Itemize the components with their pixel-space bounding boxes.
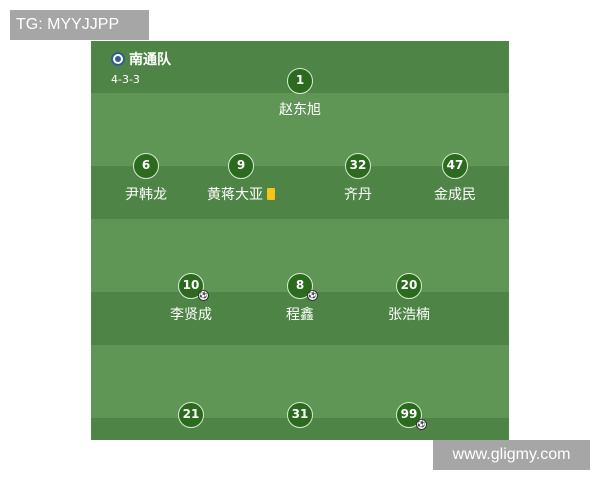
team-header: 南通队 4-3-3 — [111, 49, 171, 86]
player-goalkeeper[interactable]: 1 赵东旭 — [245, 68, 355, 119]
formation-label: 4-3-3 — [111, 73, 140, 86]
player-defender[interactable]: 6 尹韩龙 — [91, 153, 201, 204]
player-forward[interactable]: 21 — [136, 402, 246, 428]
player-number: 20 — [396, 273, 422, 299]
goal-ball-icon: ⚽ — [416, 419, 427, 430]
player-defender[interactable]: 9 黄蒋大亚 — [186, 153, 296, 204]
player-forward[interactable]: 99 ⚽ — [354, 402, 464, 430]
player-number-text: 99 — [400, 407, 418, 421]
watermark-bottom: www.gligmy.com — [433, 440, 590, 470]
player-midfielder[interactable]: 20 张浩楠 — [354, 273, 464, 324]
player-name: 齐丹 — [344, 187, 372, 203]
goal-ball-icon: ⚽ — [307, 290, 318, 301]
team-crest-icon — [111, 52, 125, 66]
lineup-pitch: 南通队 4-3-3 1 赵东旭 6 尹韩龙 9 黄蒋大亚 32 齐丹 47 金成… — [91, 41, 509, 440]
player-number: 47 — [442, 153, 468, 179]
player-number: 9 — [228, 153, 254, 179]
player-number-text: 8 — [295, 278, 305, 292]
player-number-text: 10 — [182, 278, 200, 292]
player-number: 8 ⚽ — [287, 273, 318, 301]
player-name: 金成民 — [434, 187, 476, 203]
team-name: 南通队 — [129, 52, 171, 68]
player-number: 31 — [287, 402, 313, 428]
player-forward[interactable]: 31 — [245, 402, 355, 428]
pitch-stripe — [91, 166, 509, 219]
player-number: 21 — [178, 402, 204, 428]
player-defender[interactable]: 32 齐丹 — [303, 153, 413, 204]
goal-ball-icon: ⚽ — [198, 290, 209, 301]
player-midfielder[interactable]: 8 ⚽ 程鑫 — [245, 273, 355, 324]
player-number: 10 ⚽ — [178, 273, 209, 301]
player-name: 张浩楠 — [388, 307, 430, 323]
pitch-stripe — [91, 93, 509, 166]
player-number: 32 — [345, 153, 371, 179]
player-number: 99 ⚽ — [396, 402, 427, 430]
watermark-top: TG: MYYJJPP — [10, 10, 149, 40]
player-name: 李贤成 — [170, 307, 212, 323]
player-name: 赵东旭 — [279, 102, 321, 118]
pitch-stripe — [91, 292, 509, 345]
player-name: 尹韩龙 — [125, 187, 167, 203]
player-defender[interactable]: 47 金成民 — [400, 153, 509, 204]
player-number: 1 — [287, 68, 313, 94]
player-midfielder[interactable]: 10 ⚽ 李贤成 — [136, 273, 246, 324]
player-name: 黄蒋大亚 — [207, 187, 263, 203]
player-number: 6 — [133, 153, 159, 179]
player-name: 程鑫 — [286, 307, 314, 323]
yellow-card-icon — [267, 188, 275, 200]
